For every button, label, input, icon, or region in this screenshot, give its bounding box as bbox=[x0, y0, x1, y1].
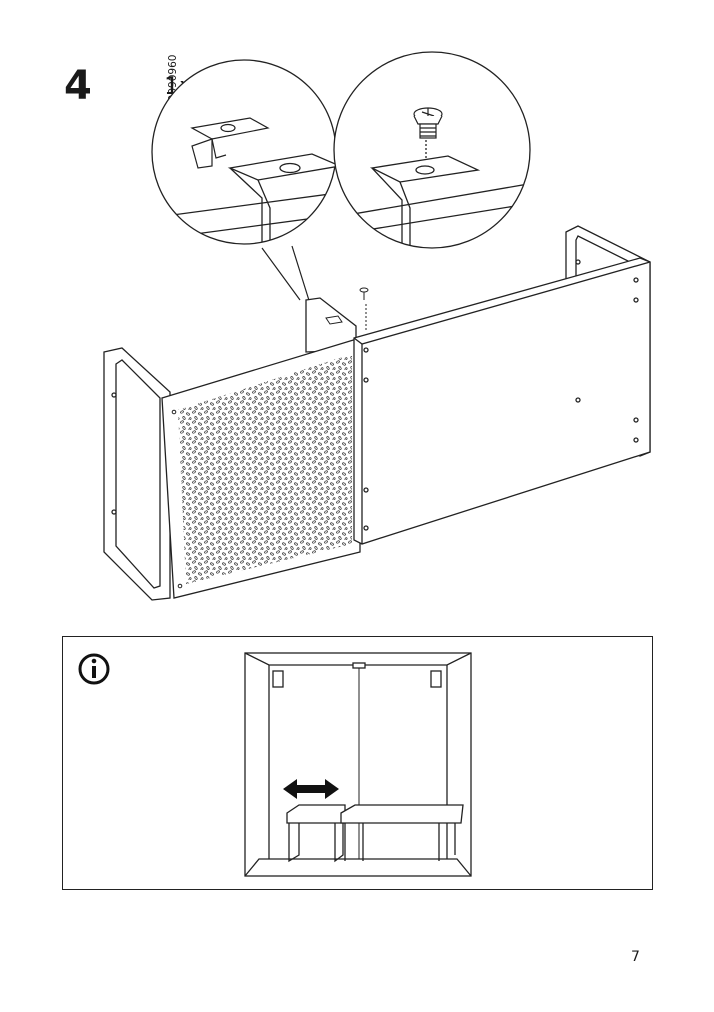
info-icon bbox=[78, 653, 110, 685]
step-number: 4 bbox=[64, 63, 92, 109]
double-arrow-icon bbox=[283, 779, 339, 799]
screw-detail-callout bbox=[333, 51, 531, 249]
screw-icon bbox=[413, 107, 443, 139]
bracket-detail-callout bbox=[151, 59, 337, 245]
solid-panel bbox=[353, 225, 651, 545]
angle-bracket-icon bbox=[190, 117, 270, 169]
perforated-panel bbox=[161, 337, 361, 599]
bench-units bbox=[286, 804, 464, 863]
page-number: 7 bbox=[631, 949, 640, 965]
info-illustration bbox=[78, 652, 472, 877]
info-box bbox=[62, 636, 653, 890]
wardrobe-cabinet bbox=[244, 652, 472, 877]
left-frame bbox=[103, 347, 171, 601]
